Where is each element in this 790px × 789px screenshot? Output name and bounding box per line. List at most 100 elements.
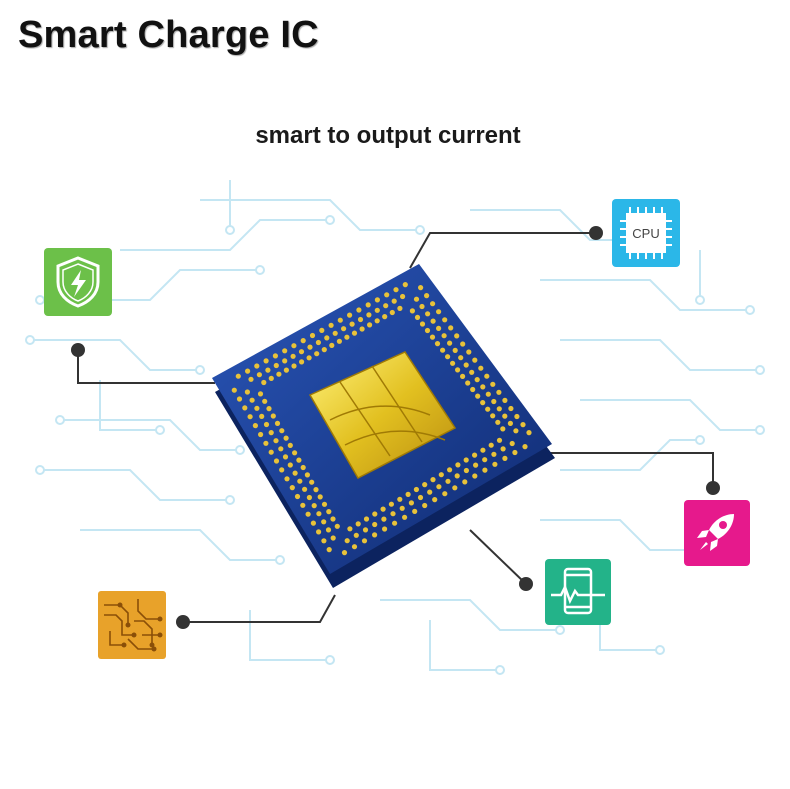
chip-pin	[488, 442, 494, 448]
chip-pin	[455, 367, 461, 373]
chip-pin	[513, 428, 519, 434]
chip-pin	[330, 516, 336, 522]
chip-pin	[273, 362, 279, 369]
chip-pin	[353, 532, 359, 538]
chip-contact-lines	[329, 365, 446, 457]
chip-pin	[430, 318, 436, 324]
chip-pin	[356, 307, 362, 313]
chip-pin	[424, 293, 430, 299]
chip-pin	[309, 332, 316, 339]
chip-pin	[452, 347, 458, 353]
chip-pin	[485, 406, 491, 412]
chip-pin	[306, 494, 312, 501]
chip-pin	[349, 321, 355, 327]
chip-pin	[263, 421, 270, 428]
chip-pin	[442, 491, 448, 497]
chip-pin	[252, 423, 258, 429]
chip-pin	[417, 494, 424, 501]
chip-pin	[374, 297, 380, 303]
chip-pin	[300, 502, 306, 508]
chip-pin	[436, 484, 442, 490]
chip-pin	[341, 326, 347, 332]
chip-pin	[266, 406, 272, 412]
chip-pin	[316, 529, 322, 535]
chip-pin	[399, 505, 405, 511]
chip-pin	[235, 373, 241, 379]
chip-pin	[452, 485, 458, 491]
chip-pin	[248, 376, 254, 382]
shield-badge	[44, 248, 112, 316]
chip-pin	[355, 521, 361, 527]
chip-pin	[422, 482, 428, 488]
chip-pin	[514, 413, 520, 420]
chip-pin	[299, 359, 305, 365]
chip-pin	[306, 355, 312, 361]
chip-pin	[413, 486, 419, 493]
chip-pin	[291, 343, 297, 349]
chip-pin	[465, 380, 471, 386]
circuit-board-icon	[104, 599, 160, 650]
chip-pin	[257, 391, 264, 397]
chip-pin	[492, 461, 498, 467]
chip-pin	[367, 322, 373, 328]
chip-pin	[283, 367, 289, 373]
chip-pin	[463, 457, 469, 463]
chip-pin	[502, 413, 508, 419]
chip-pin	[309, 479, 315, 485]
chip-pin	[326, 547, 332, 553]
chip-pin	[262, 398, 268, 404]
rocket-badge	[684, 500, 750, 566]
chip-pin	[502, 397, 508, 403]
chip-pin	[472, 357, 478, 363]
chip-pin	[317, 494, 323, 500]
chip-pin	[374, 307, 380, 313]
chip-pin	[236, 396, 243, 402]
chip-pin	[447, 467, 453, 473]
chip-pin	[414, 314, 421, 320]
chip-pin	[472, 452, 478, 458]
chip-pin	[419, 321, 426, 327]
chip-pin	[276, 371, 282, 377]
shield-lightning-icon	[56, 256, 100, 308]
chip-pin	[282, 454, 289, 460]
chip-contact-pad	[308, 351, 457, 479]
chip-pin-grid	[231, 282, 532, 556]
chip-pin	[254, 363, 260, 369]
chip-pin	[307, 344, 313, 350]
chip-pin	[321, 501, 328, 507]
chip-pin	[380, 506, 386, 512]
chip-pin	[273, 438, 279, 444]
chip-pin	[508, 405, 514, 412]
chip-pin	[500, 446, 506, 452]
chip-pin	[496, 389, 502, 395]
chip-pin	[448, 325, 454, 331]
circuit-board-pads	[117, 602, 163, 652]
chip-pin	[244, 389, 250, 395]
chip-pin	[372, 511, 378, 517]
chip-pin	[402, 514, 408, 520]
chip-pin	[397, 496, 403, 502]
chip-pin	[412, 508, 418, 514]
chip-pin	[268, 430, 274, 436]
rocket-icon	[697, 514, 734, 551]
chip-pin	[409, 308, 415, 314]
page-title: Smart Charge IC	[18, 14, 319, 56]
chip-pin	[485, 391, 491, 397]
chip-pin	[245, 368, 251, 374]
chip-pin	[249, 397, 255, 403]
chip-pin	[526, 430, 532, 436]
chip-pin	[374, 318, 380, 324]
chip-pin	[447, 340, 453, 346]
chip-pin	[279, 428, 285, 434]
chip-pin	[341, 550, 348, 556]
chip-pin	[268, 449, 274, 455]
chip-pin	[273, 458, 280, 464]
chip-pin	[289, 485, 295, 491]
chip-pin	[458, 355, 464, 361]
chip-pin	[507, 420, 513, 426]
chip-pin	[463, 467, 469, 474]
chip-pin	[473, 462, 479, 468]
connector-lines	[77, 232, 714, 623]
chip-pin	[434, 341, 441, 347]
chip-pin	[445, 354, 451, 360]
